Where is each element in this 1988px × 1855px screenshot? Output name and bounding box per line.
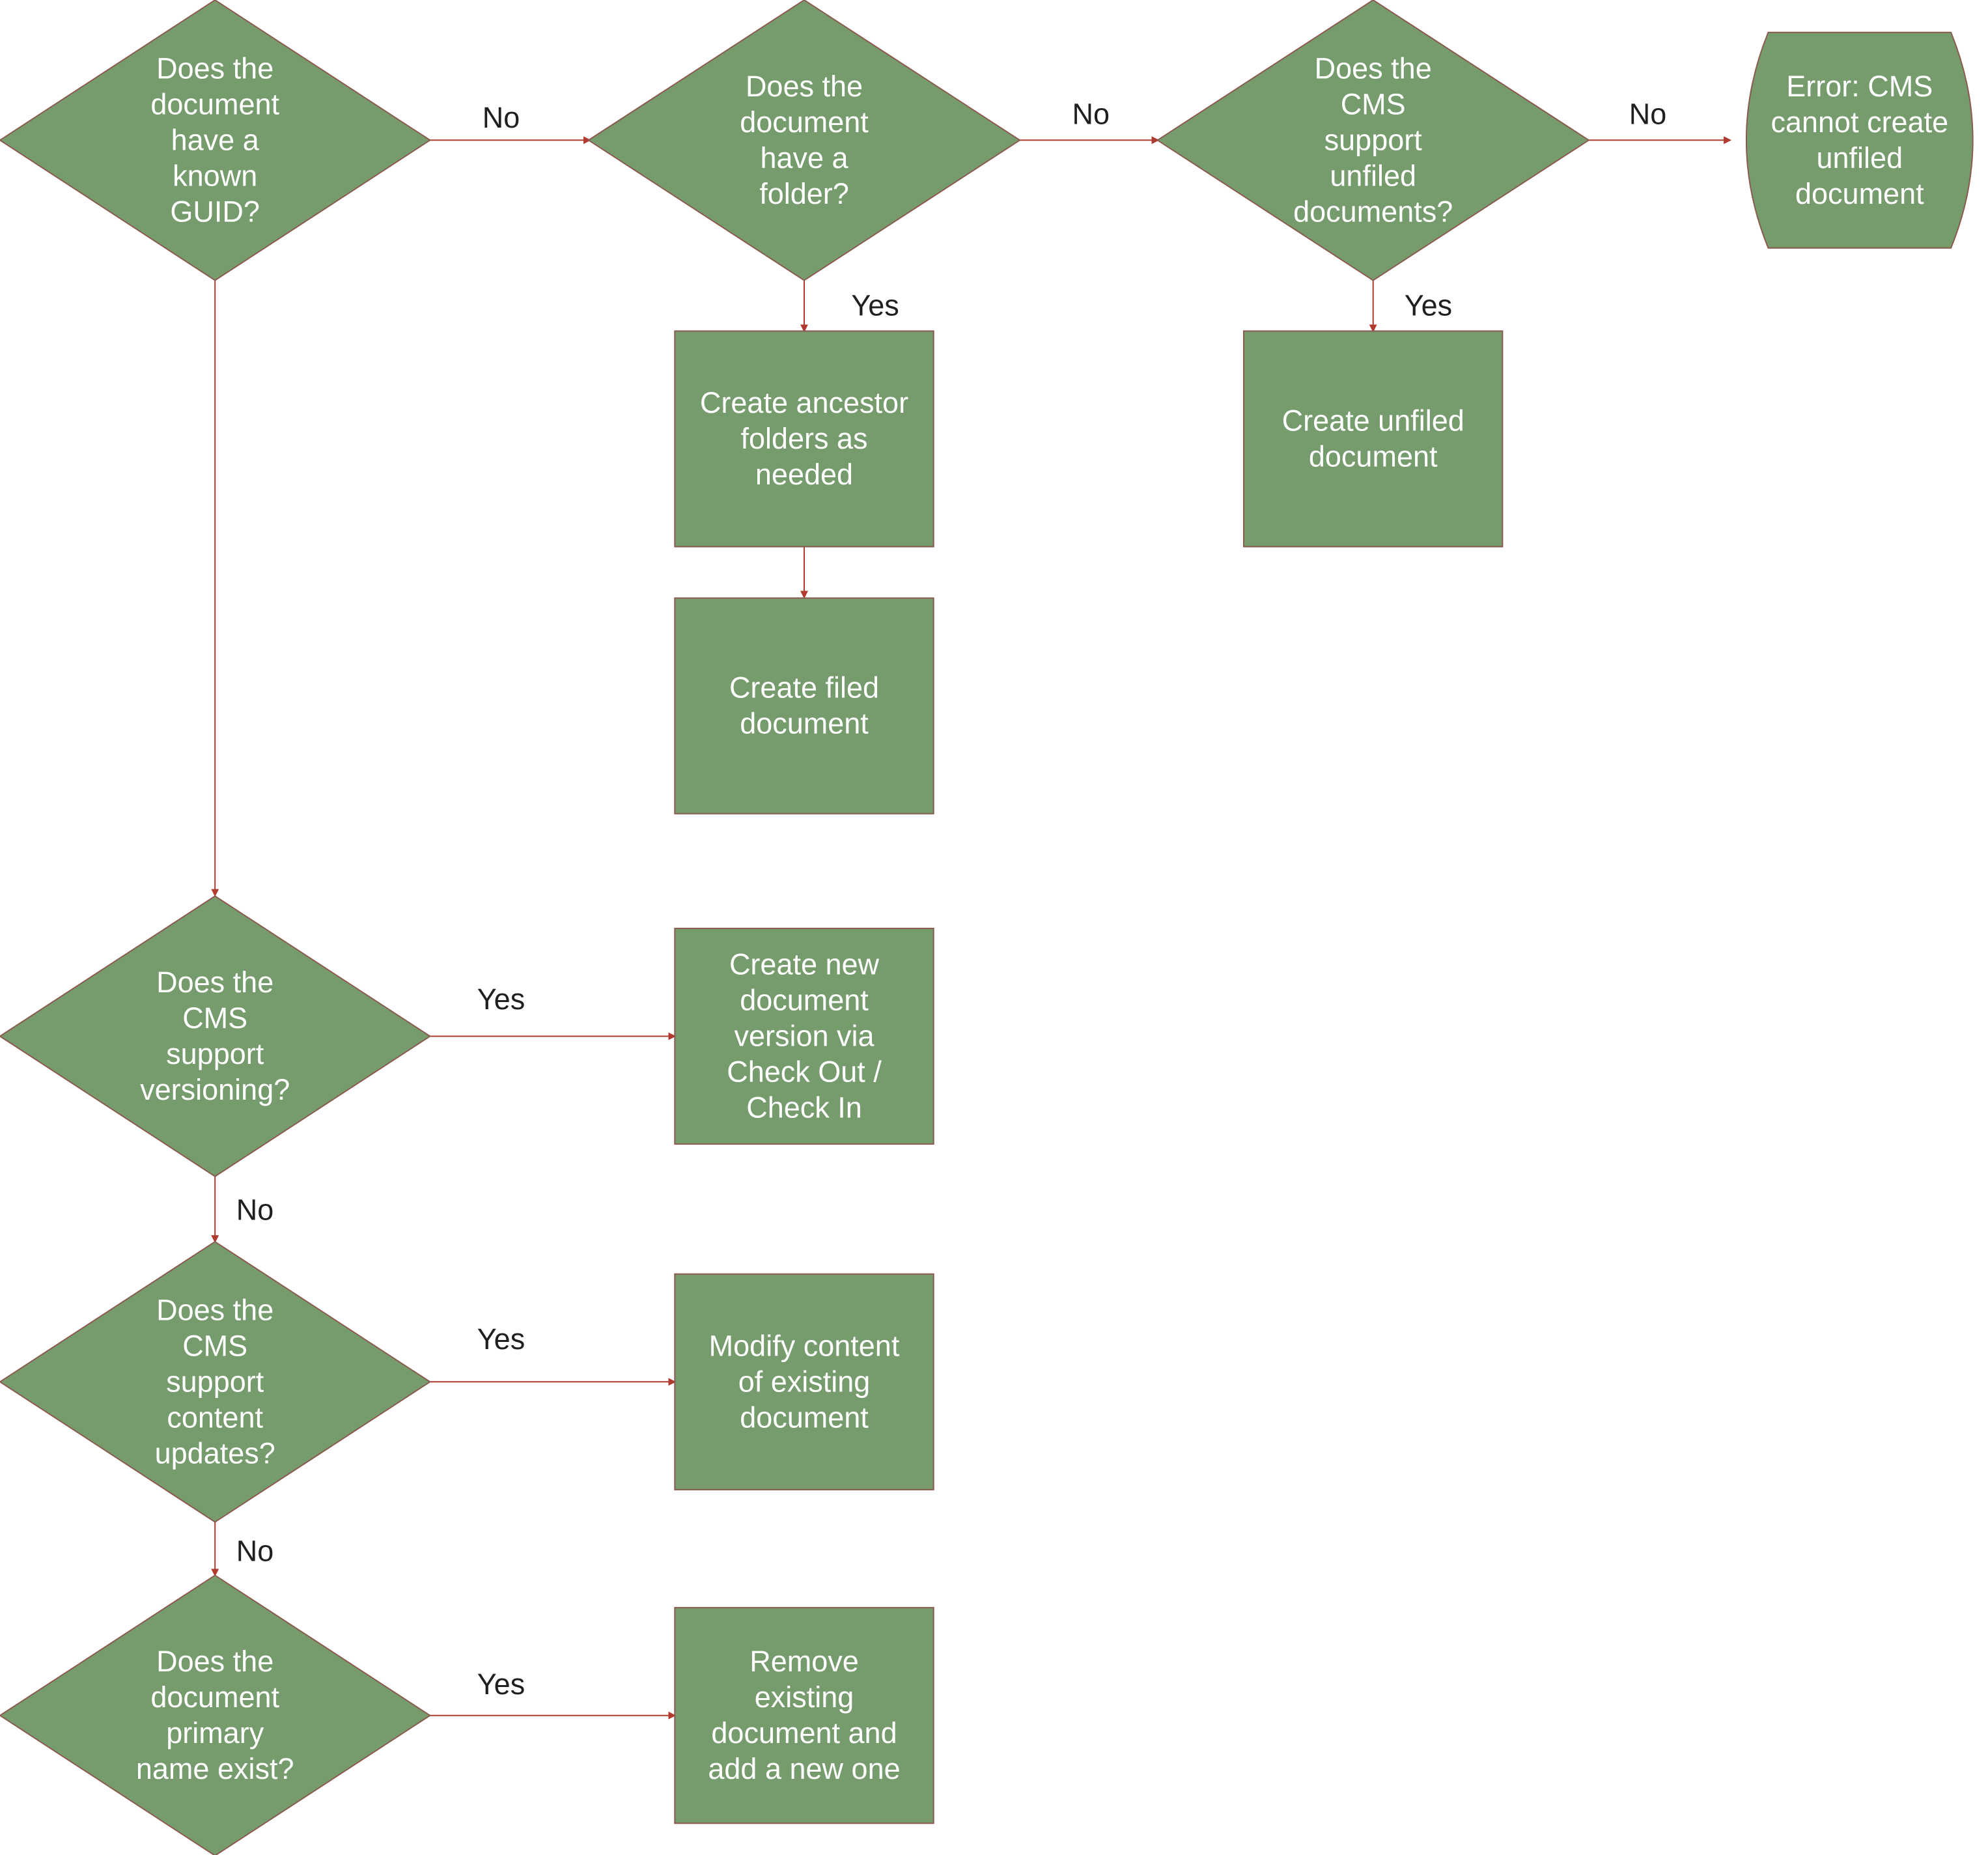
node-text-line: have a: [171, 123, 260, 156]
node-text-line: CMS: [1341, 87, 1406, 120]
node-text-line: Does the: [746, 70, 863, 103]
node-text-line: versioning?: [140, 1073, 290, 1106]
edge-label-d_content-to-d_primary: No: [236, 1534, 274, 1567]
node-text-line: unfiled: [1816, 141, 1903, 174]
edge-label-d_versioning-to-d_content: No: [236, 1193, 274, 1226]
process-box: [674, 597, 934, 815]
node-text-line: support: [166, 1037, 264, 1070]
node-text-line: Does the: [156, 1293, 273, 1326]
decision-diamond: [0, 1240, 432, 1523]
node-text-line: unfiled: [1330, 159, 1416, 192]
edge-label-d_guid-to-d_folder: No: [483, 101, 520, 134]
process-box: [1243, 330, 1504, 548]
node-text-line: folder?: [759, 177, 849, 210]
decision-diamond: [587, 0, 1021, 281]
process-box: [674, 1607, 934, 1824]
terminator-shape: [1746, 31, 1974, 249]
node-text-line: cannot create: [1771, 105, 1948, 139]
edge-label-d_unfiled-to-p_unfiled: Yes: [1405, 289, 1452, 322]
node-text-line: documents?: [1293, 195, 1453, 228]
node-text-line: folders as: [740, 422, 867, 455]
node-text-line: Does the: [156, 51, 273, 85]
node-text-line: Does the: [156, 966, 273, 999]
node-text-line: Modify content: [709, 1329, 900, 1362]
node-text-line: Does the: [156, 1645, 273, 1678]
node-text-line: Remove: [749, 1645, 859, 1678]
node-text-line: Create unfiled: [1282, 404, 1464, 438]
decision-diamond: [0, 895, 432, 1177]
node-text-line: Check In: [746, 1091, 862, 1124]
node-text-line: primary: [166, 1716, 264, 1750]
process-box: [674, 927, 934, 1145]
node-text-line: document: [150, 1681, 279, 1714]
edge-label-d_unfiled-to-t_error: No: [1629, 97, 1667, 130]
process-box: [674, 1273, 934, 1490]
node-text-line: document: [150, 87, 279, 120]
decision-diamond: [0, 0, 432, 281]
node-text-line: document: [740, 707, 869, 740]
edge-label-d_folder-to-d_unfiled: No: [1072, 97, 1110, 130]
node-text-line: document: [1795, 177, 1924, 210]
node-text-line: content: [167, 1401, 263, 1434]
node-text-line: document: [740, 1401, 869, 1434]
node-text-line: document: [1309, 440, 1438, 473]
decision-diamond: [0, 1574, 432, 1855]
edge-label-d_versioning-to-p_version: Yes: [477, 983, 525, 1016]
node-text-line: version via: [734, 1020, 875, 1053]
node-text-line: support: [166, 1365, 264, 1398]
node-text-line: Error: CMS: [1786, 70, 1933, 103]
node-text-line: add a new one: [708, 1752, 900, 1785]
node-text-line: have a: [760, 141, 848, 174]
node-text-line: document and: [711, 1716, 897, 1750]
node-text-line: existing: [755, 1681, 854, 1714]
node-text-line: GUID?: [170, 195, 260, 228]
node-text-line: document: [740, 984, 869, 1017]
node-text-line: CMS: [182, 1329, 247, 1362]
edge-label-d_primary-to-p_remove: Yes: [477, 1667, 525, 1701]
node-text-line: Create new: [729, 948, 880, 981]
node-text-line: Create ancestor: [700, 386, 908, 419]
node-text-line: support: [1324, 123, 1423, 156]
process-box: [674, 330, 934, 548]
node-text-line: Create filed: [729, 671, 879, 704]
node-text-line: updates?: [155, 1436, 275, 1470]
node-text-line: needed: [755, 458, 853, 491]
node-text-line: document: [740, 105, 869, 139]
decision-diamond: [1156, 0, 1590, 281]
edge-label-d_content-to-p_modify: Yes: [477, 1322, 525, 1356]
node-text-line: of existing: [738, 1365, 871, 1398]
node-text-line: known: [173, 159, 257, 192]
node-text-line: Check Out /: [727, 1055, 882, 1089]
edge-label-d_folder-to-p_ancestor: Yes: [851, 289, 899, 322]
node-text-line: name exist?: [136, 1752, 294, 1785]
node-text-line: Does the: [1315, 51, 1432, 85]
node-text-line: CMS: [182, 1001, 247, 1035]
